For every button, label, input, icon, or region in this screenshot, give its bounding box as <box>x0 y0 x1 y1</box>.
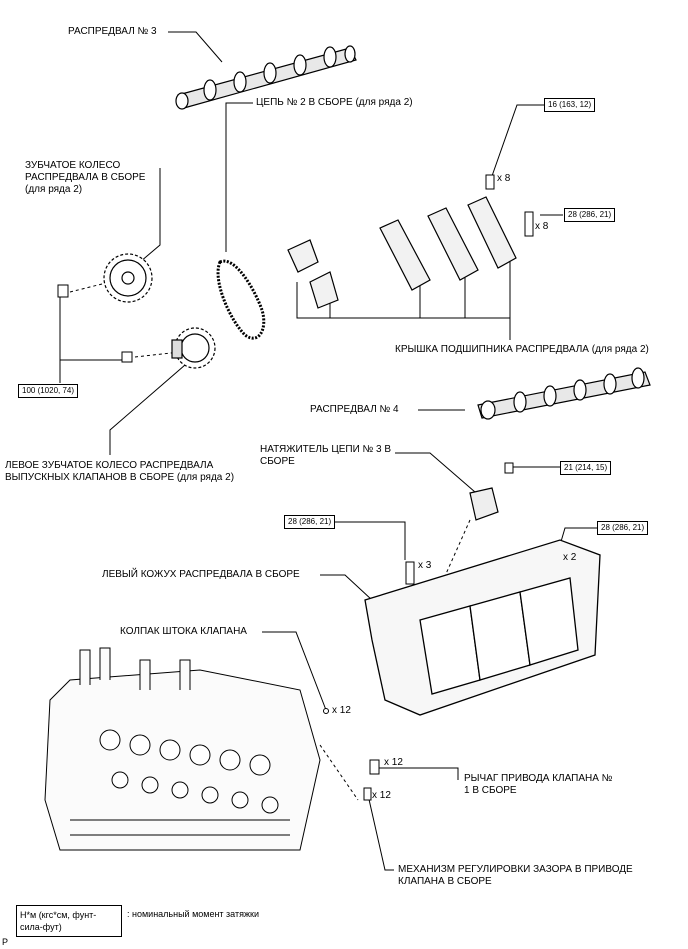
label-camshaft-housing: ЛЕВЫЙ КОЖУХ РАСПРЕДВАЛА В СБОРЕ <box>102 569 300 580</box>
count-bolts-3: x 3 <box>418 560 432 571</box>
label-rocker-arm: РЫЧАГ ПРИВОДА КЛАПАНА № 1 В СБОРЕ <box>464 773 613 796</box>
camshaft-3-drawing <box>175 45 357 110</box>
leader-camshaft3 <box>168 31 223 63</box>
label-valve-stem-cap: КОЛПАК ШТОКА КЛАПАНА <box>120 626 247 637</box>
torque-box-2: 28 (286, 21) <box>564 208 616 222</box>
label-camshaft-3: РАСПРЕДВАЛ № 3 <box>68 26 157 37</box>
chain-2-drawing <box>216 259 266 340</box>
leader-adjuster <box>367 794 394 871</box>
label-lash-adjuster: МЕХАНИЗМ РЕГУЛИРОВКИ ЗАЗОРА В ПРИВОДЕ КЛ… <box>398 864 633 887</box>
corner-mark: P <box>2 937 9 947</box>
label-exhaust-gear: ЛЕВОЕ ЗУБЧАТОЕ КОЛЕСО РАСПРЕДВАЛА ВЫПУСК… <box>5 460 235 483</box>
count-bolts-1: x 8 <box>497 173 511 184</box>
leader-exhaust-gear <box>109 364 186 455</box>
label-bearing-cap: КРЫШКА ПОДШИПНИКА РАСПРЕДВАЛА (для ряда … <box>395 344 649 355</box>
leader-t6 <box>559 527 597 546</box>
leader-housing <box>320 574 373 601</box>
torque-box-4: 21 (214, 15) <box>560 461 612 475</box>
exhaust-gear-drawing <box>171 327 216 369</box>
count-adjusters: x 12 <box>372 790 391 801</box>
tensioner-drawing <box>469 487 499 521</box>
leader-rocker <box>378 767 459 780</box>
label-camshaft-4: РАСПРЕДВАЛ № 4 <box>310 404 399 415</box>
bearing-caps-drawing <box>287 196 517 309</box>
leader-valve-cap <box>262 631 327 711</box>
torque-box-3: 100 (1020, 74) <box>18 384 79 398</box>
torque-box-5: 28 (286, 21) <box>284 515 336 529</box>
leader-t1 <box>491 104 545 177</box>
sprocket-drawing <box>103 253 153 303</box>
label-sprocket: ЗУБЧАТОЕ КОЛЕСО РАСПРЕДВАЛА В СБОРЕ (для… <box>25 160 146 195</box>
leader-t3 <box>59 296 128 361</box>
leader-tensioner <box>395 452 476 493</box>
count-bolts-4: x 2 <box>563 552 577 563</box>
count-bolts-2: x 8 <box>535 221 549 232</box>
camshaft-housing-drawing <box>364 539 601 716</box>
torque-box-6: 28 (286, 21) <box>597 521 649 535</box>
count-valve-caps: x 12 <box>332 705 351 716</box>
label-tensioner: НАТЯЖИТЕЛЬ ЦЕПИ № 3 В СБОРЕ <box>260 444 392 467</box>
leader-sprocket <box>139 168 161 263</box>
camshaft-4-drawing <box>477 367 651 420</box>
leader-bearing-cap <box>296 282 511 340</box>
label-chain-2: ЦЕПЬ № 2 В СБОРЕ (для ряда 2) <box>256 97 413 108</box>
legend-unit-box: Н*м (кгс*см, фунт-сила-фут) <box>16 905 122 937</box>
engine-block-drawing <box>44 647 321 851</box>
count-rocker-arms: x 12 <box>384 757 403 768</box>
torque-box-1: 16 (163, 12) <box>544 98 596 112</box>
legend-description: : номинальный момент затяжки <box>127 909 259 919</box>
leader-chain2 <box>225 102 253 252</box>
